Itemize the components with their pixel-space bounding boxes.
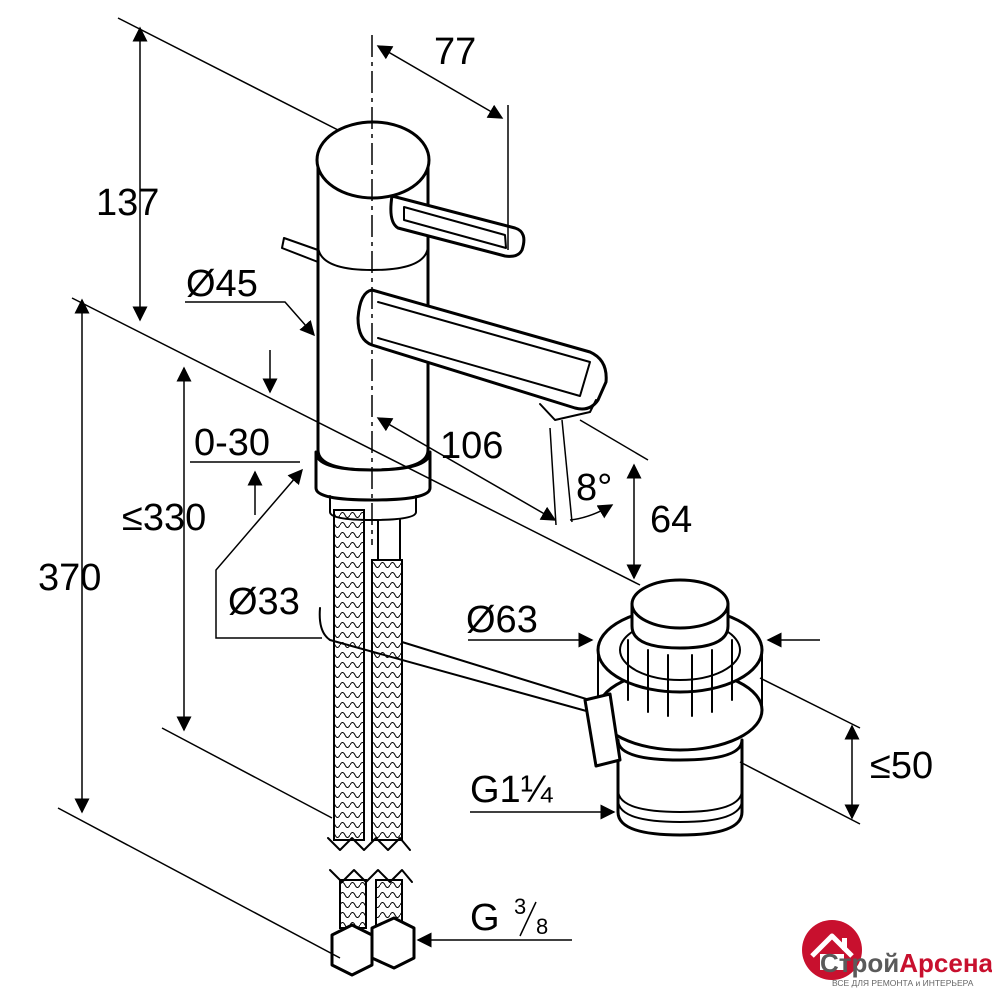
dim-137: 137 (96, 182, 159, 224)
dimension-labels: 77 137 Ø45 0-30 ≤330 106 8° 64 370 Ø33 Ø… (38, 31, 933, 939)
house-icon (802, 920, 862, 980)
dimension-lines (57, 17, 861, 959)
brand-name: СтройАрсенал (820, 948, 992, 978)
faucet-body (281, 120, 608, 561)
pull-rod (318, 607, 597, 713)
dim-106: 106 (440, 425, 503, 467)
dim-0-30: 0-30 (194, 422, 270, 464)
dim-330: ≤330 (122, 497, 206, 539)
brand-name-part2: Арсенал (899, 948, 992, 978)
supply-hoses (327, 509, 416, 977)
dim-g38-den: 8 (536, 914, 548, 939)
brand-name-part1: Строй (820, 948, 899, 978)
dim-g38-num: 3 (514, 894, 526, 919)
dim-g114: G1¼ (470, 769, 554, 811)
dim-63: Ø63 (466, 599, 538, 641)
dim-64: 64 (650, 499, 692, 541)
dim-g38-g: G (470, 897, 500, 939)
dim-50: ≤50 (870, 745, 933, 787)
dim-370: 370 (38, 557, 101, 599)
brand-logo: СтройАрсенал ВСЕ ДЛЯ РЕМОНТА и ИНТЕРЬЕРА (802, 920, 992, 988)
dim-33: Ø33 (228, 581, 300, 623)
dim-45: Ø45 (186, 263, 258, 305)
waste-drain (583, 578, 764, 837)
dim-77: 77 (434, 31, 476, 73)
brand-tagline: ВСЕ ДЛЯ РЕМОНТА и ИНТЕРЬЕРА (832, 978, 974, 988)
dim-g38-slash (519, 901, 537, 937)
dim-8deg: 8° (576, 467, 612, 509)
